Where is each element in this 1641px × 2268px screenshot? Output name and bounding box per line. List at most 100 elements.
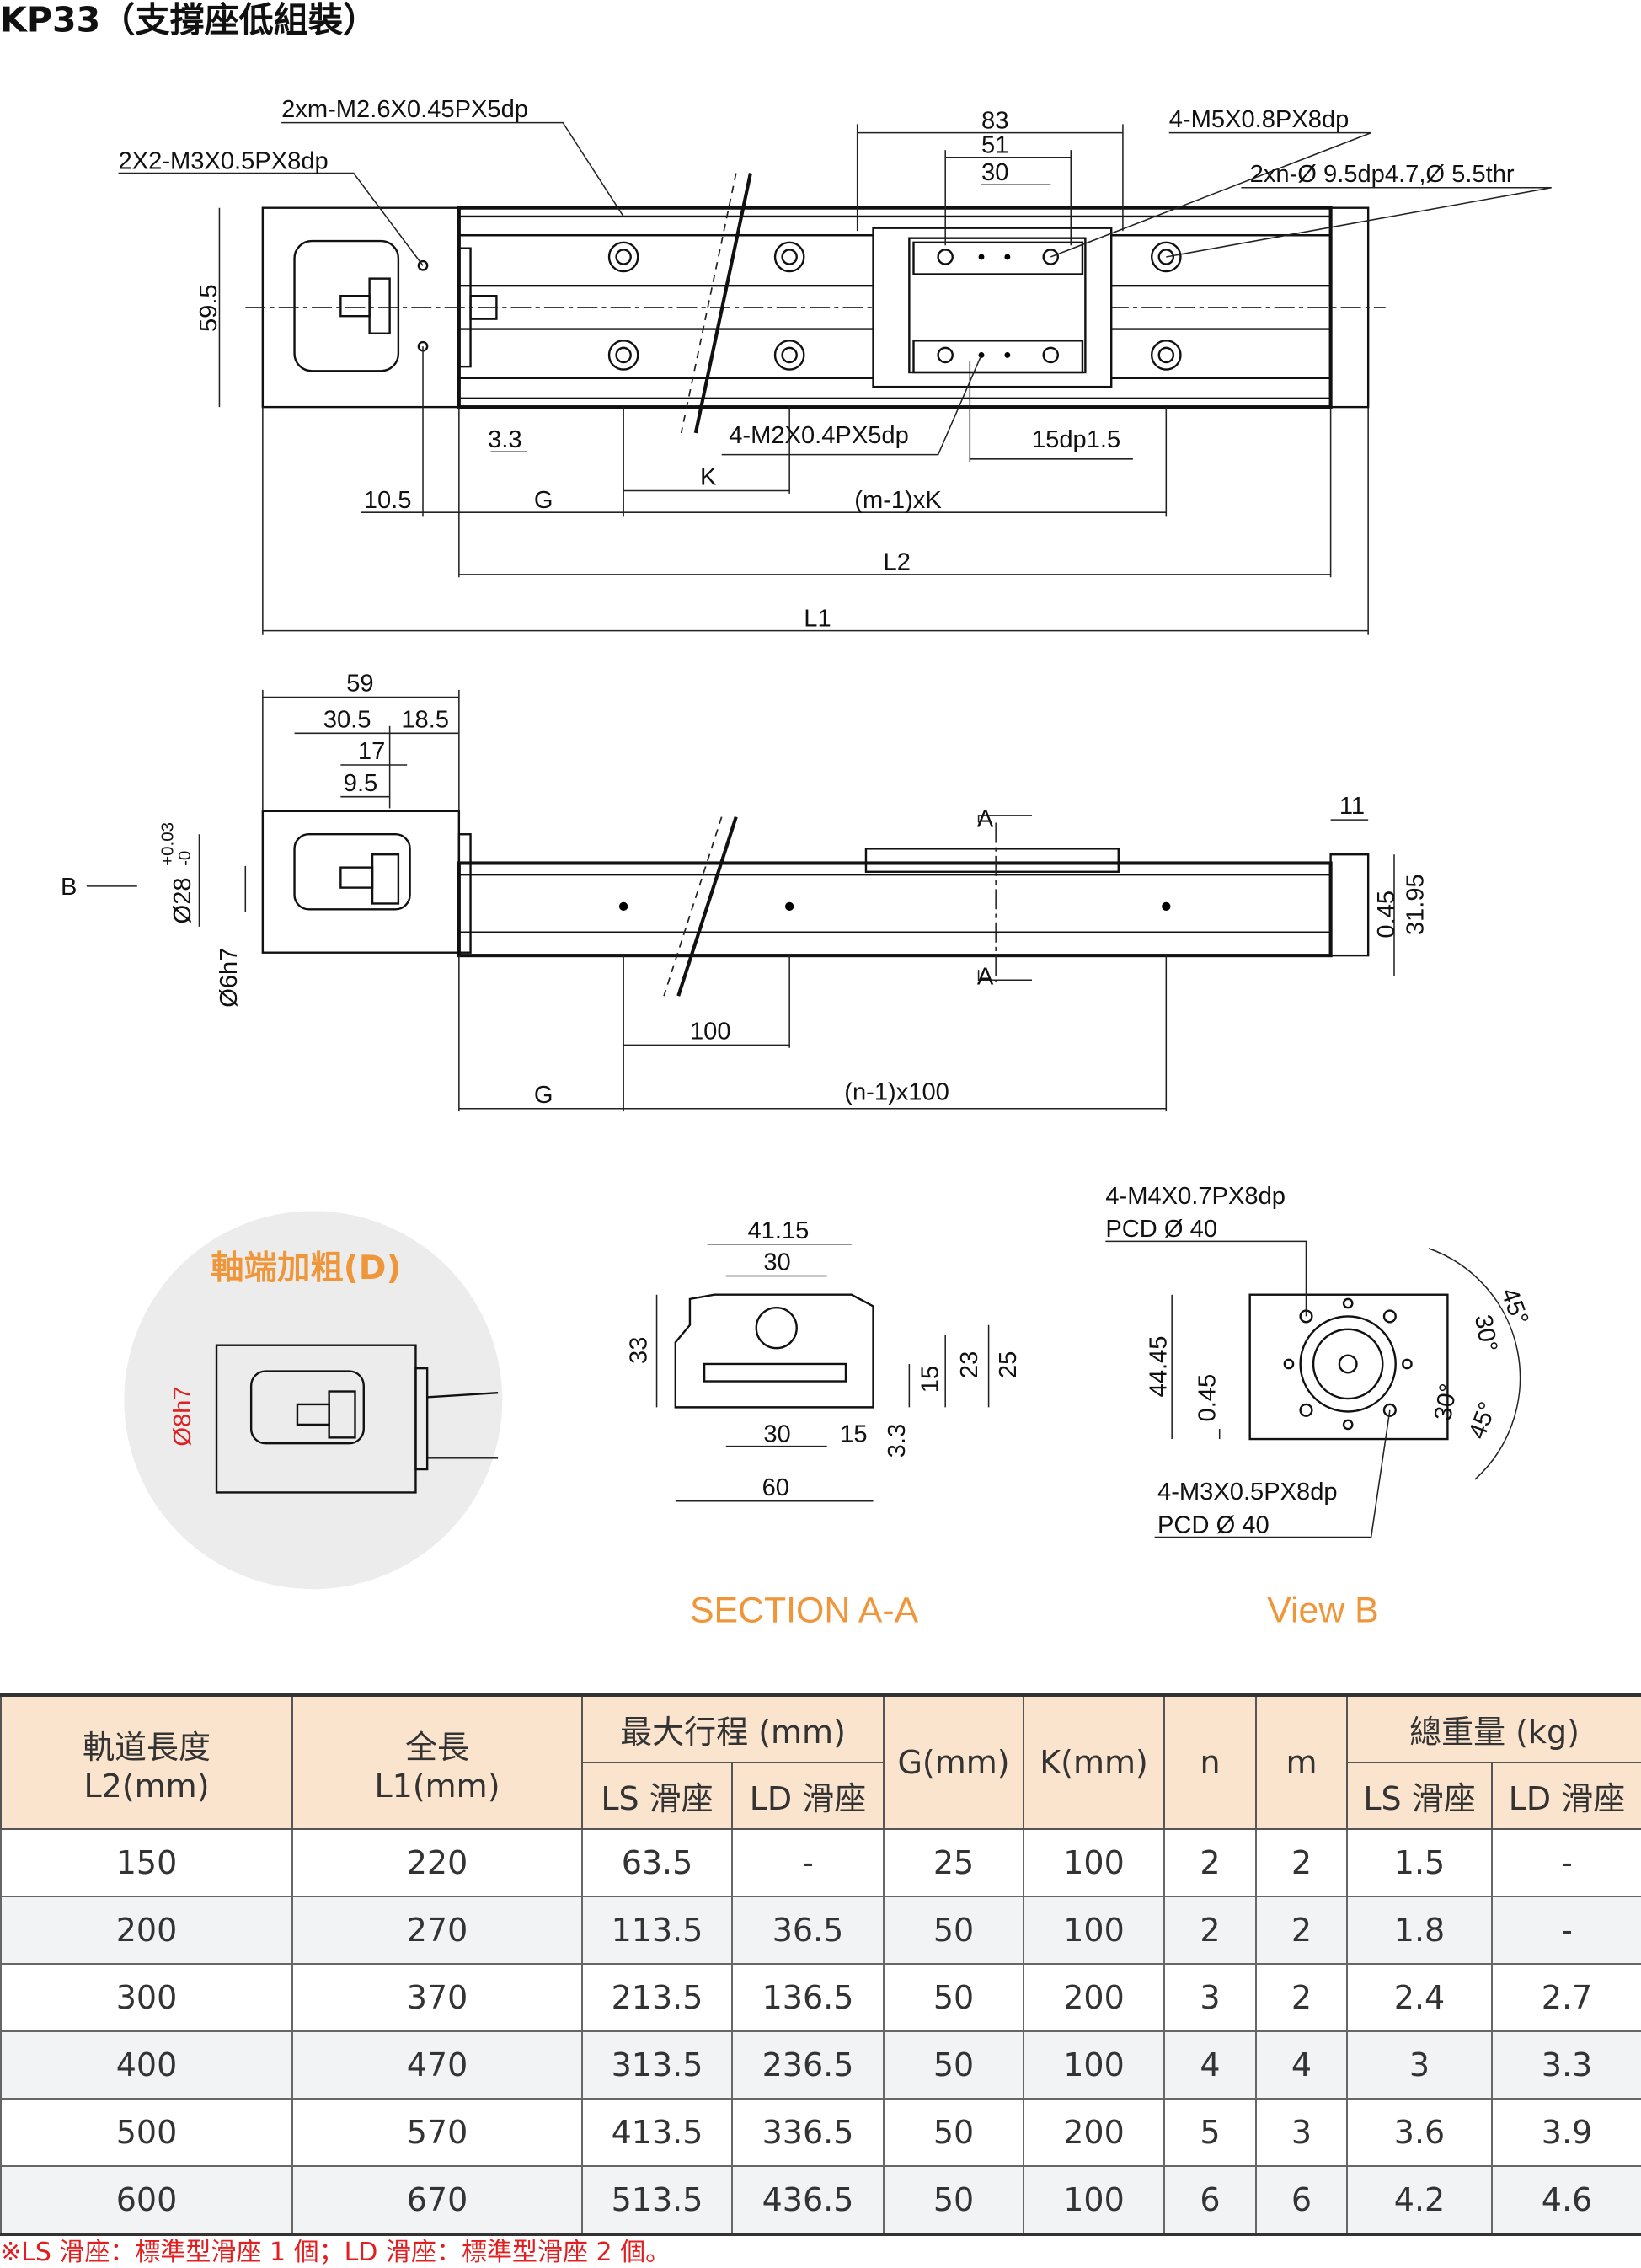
table-cell: 270	[291, 1896, 583, 1965]
table-cell: 150	[0, 1828, 293, 1897]
table-cell: 570	[291, 2098, 583, 2167]
table-cell: 2	[1255, 1828, 1349, 1897]
table-cell: 236.5	[730, 2030, 885, 2100]
table-cell: 136.5	[730, 1963, 885, 2032]
table-cell: 370	[291, 1963, 583, 2032]
table-cell: 63.5	[581, 1828, 733, 1897]
callout-m26: 2xm-M2.6X0.45PX5dp	[281, 96, 528, 123]
section-a-a: 41.15 30 33 15 23 25 30 15 3.3 60 SECTIO…	[626, 1217, 1023, 1631]
view-b-title: View B	[1267, 1591, 1378, 1631]
table-cell: 670	[291, 2165, 583, 2235]
table-cell: 5	[1163, 2098, 1258, 2167]
table-cell: 470	[291, 2030, 583, 2100]
table-cell: -	[730, 1828, 885, 1897]
callout-counterbore: 2xn-Ø 9.5dp4.7,Ø 5.5thr	[1250, 161, 1515, 188]
dim-18-5: 18.5	[401, 706, 449, 733]
dim-83: 83	[981, 107, 1008, 134]
dim-3-3: 3.3	[488, 426, 521, 453]
dim-l2: L2	[884, 549, 911, 576]
table-cell: 4.6	[1491, 2165, 1641, 2235]
view-b: 4-M4X0.7PX8dp PCD Ø 40 4-M3X0.5PX8dp PCD…	[1105, 1183, 1533, 1631]
footnote: ※LS 滑座：標準型滑座 1 個；LD 滑座：標準型滑座 2 個。	[0, 2238, 671, 2267]
table-cell: 2	[1163, 1828, 1258, 1897]
header-g: G(mm)	[883, 1694, 1025, 1830]
table-cell: 100	[1023, 2030, 1166, 2100]
angle-45-bottom: 45°	[1464, 1399, 1502, 1442]
table-cell: 3	[1255, 2098, 1349, 2167]
dim-l1: L1	[804, 606, 831, 633]
dim-15-bottom: 15	[840, 1420, 867, 1447]
angle-30-bottom: 30°	[1430, 1382, 1462, 1423]
table-cell: 4.2	[1346, 2165, 1494, 2235]
dim-30-top: 30	[763, 1249, 790, 1276]
header-stroke-ld: LD 滑座	[730, 1762, 885, 1830]
table-cell: 113.5	[581, 1896, 733, 1965]
header-l1-line2: L1(mm)	[374, 1767, 500, 1805]
table-cell: 2.4	[1346, 1963, 1494, 2032]
dim-9-5: 9.5	[344, 770, 377, 797]
dim-41-15: 41.15	[747, 1217, 809, 1244]
dim-30: 30	[981, 159, 1008, 186]
dim-59-5: 59.5	[195, 284, 222, 332]
dim-60: 60	[762, 1474, 789, 1501]
header-stroke-ls: LS 滑座	[581, 1762, 733, 1830]
dim-0-45-viewb: 0.45	[1195, 1374, 1221, 1422]
dim-dia6: Ø6h7	[216, 948, 243, 1008]
header-weight: 總重量 (kg)	[1346, 1694, 1641, 1763]
dim-3-3-section: 3.3	[884, 1424, 911, 1458]
angle-45-top: 45°	[1495, 1285, 1533, 1329]
table-cell: 500	[0, 2098, 293, 2167]
callout-m2: 4-M2X0.4PX5dp	[729, 422, 909, 449]
callout-m3-viewb: 4-M3X0.5PX8dp	[1157, 1479, 1338, 1506]
table-cell: -	[1491, 1896, 1641, 1965]
angle-30-top: 30°	[1469, 1313, 1502, 1354]
table-cell: 3	[1346, 2030, 1494, 2100]
table-cell: 436.5	[730, 2165, 885, 2235]
dim-17: 17	[358, 738, 385, 765]
table-cell: 313.5	[581, 2030, 733, 2100]
table-cell: 213.5	[581, 1963, 733, 2032]
shaft-detail: 軸端加粗(D) Ø8h7	[124, 1211, 503, 1590]
pcd-bottom: PCD Ø 40	[1157, 1511, 1270, 1538]
table-cell: 200	[1023, 2098, 1166, 2167]
callout-m5: 4-M5X0.8PX8dp	[1169, 106, 1350, 133]
table-cell: 1.5	[1346, 1828, 1494, 1897]
header-weight-ls: LS 滑座	[1346, 1762, 1494, 1830]
dim-30-bottom: 30	[763, 1420, 790, 1447]
pcd-top: PCD Ø 40	[1105, 1216, 1217, 1243]
table-cell: 513.5	[581, 2165, 733, 2235]
table-cell: 100	[1023, 1828, 1166, 1897]
detail-title: 軸端加粗(D)	[211, 1249, 401, 1287]
table-cell: 50	[883, 2165, 1025, 2235]
dim-51: 51	[981, 132, 1008, 159]
dim-g-side: G	[534, 1082, 553, 1109]
table-cell: 6	[1255, 2165, 1349, 2235]
header-k: K(mm)	[1023, 1694, 1166, 1830]
header-l1-line1: 全長	[404, 1728, 469, 1766]
section-mark-bottom: A	[977, 963, 994, 990]
callout-m4: 4-M4X0.7PX8dp	[1105, 1183, 1286, 1210]
table-cell: 300	[0, 1963, 293, 2032]
table-cell: 200	[0, 1896, 293, 1965]
dim-n100: (n-1)x100	[844, 1078, 949, 1105]
table-cell: 336.5	[730, 2098, 885, 2167]
table-cell: 3.3	[1491, 2030, 1641, 2100]
table-cell: 50	[883, 2030, 1025, 2100]
table-cell: 36.5	[730, 1896, 885, 1965]
header-stroke: 最大行程 (mm)	[580, 1694, 885, 1763]
dim-mk: (m-1)xK	[854, 487, 942, 514]
table-cell: 25	[883, 1828, 1025, 1897]
header-weight-ld: LD 滑座	[1491, 1762, 1641, 1830]
view-b-arrow-label: B	[61, 874, 77, 901]
page-title: KP33（支撐座低組裝）	[0, 0, 377, 40]
dim-0-45: 0.45	[1373, 891, 1400, 939]
dim-31-95: 31.95	[1402, 874, 1429, 935]
table-cell: 100	[1023, 1896, 1166, 1965]
table-cell: 50	[883, 2098, 1025, 2167]
